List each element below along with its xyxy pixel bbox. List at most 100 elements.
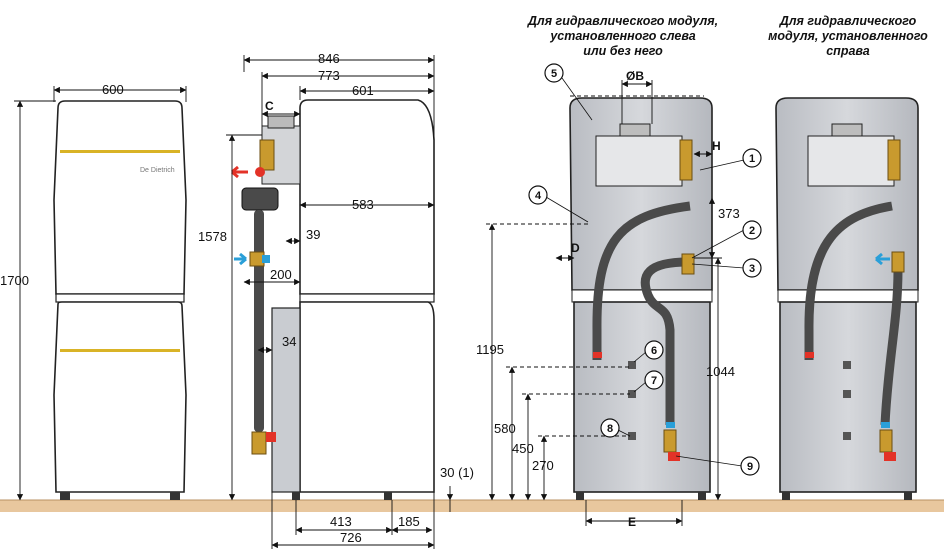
- rear-left-foot: [576, 492, 584, 500]
- lower-unit-body: [53, 301, 187, 493]
- caption-right-1: Для гидравлического: [779, 14, 917, 28]
- dim-c: C: [265, 99, 274, 113]
- marker-1: 1: [699, 148, 762, 171]
- side-lower-body: [299, 301, 435, 493]
- rear-view-left: [569, 97, 713, 500]
- marker-3: 3: [691, 258, 762, 278]
- caption-left-1: Для гидравлического модуля,: [527, 14, 718, 28]
- svg-text:7: 7: [651, 375, 657, 387]
- dim-1195: 1195: [476, 342, 504, 357]
- rear-left-red-band: [593, 352, 602, 358]
- unit-foot: [170, 492, 180, 500]
- marker-4: 4: [528, 185, 589, 223]
- dim-34: 34: [282, 334, 296, 349]
- side-foot: [384, 492, 392, 500]
- marker-2: 2: [691, 220, 762, 259]
- dim-39: 39: [306, 227, 320, 242]
- dim-583: 583: [352, 197, 374, 212]
- dim-200: 200: [270, 267, 292, 282]
- rear-right-red-handle: [884, 452, 896, 461]
- dim-726: 726: [340, 530, 362, 545]
- side-blue-band: [262, 255, 270, 263]
- svg-text:9: 9: [747, 461, 753, 473]
- unit-base-strip: [55, 293, 185, 303]
- dim-270: 270: [532, 458, 554, 473]
- dim-b: ØB: [626, 69, 644, 83]
- rear-left-blue-band: [666, 422, 675, 428]
- rear-left-port-8: [628, 432, 636, 440]
- flow-arrow-red: [231, 165, 248, 179]
- dim-1044: 1044: [706, 364, 735, 379]
- dim-413: 413: [330, 514, 352, 529]
- rear-right-hose: [804, 201, 893, 360]
- rear-left-drain-valve: [663, 429, 677, 453]
- svg-text:2: 2: [749, 225, 755, 237]
- side-valve-mid: [249, 251, 265, 267]
- svg-text:1: 1: [749, 153, 755, 165]
- dim-846: 846: [318, 51, 340, 66]
- flue-top: [267, 115, 295, 129]
- rear-right-vent: [807, 135, 895, 187]
- side-base-strip: [299, 293, 435, 303]
- rear-right-valve-mid: [891, 251, 905, 273]
- rear-right-port: [843, 432, 851, 440]
- dim-e: E: [628, 515, 636, 529]
- svg-text:6: 6: [651, 345, 657, 357]
- dim-373: 373: [718, 206, 740, 221]
- side-valve-red-knob: [255, 167, 265, 177]
- dim-h: H: [712, 139, 721, 153]
- marker-8: 8: [600, 418, 631, 438]
- rear-right-port: [843, 390, 851, 398]
- front-view: De Dietrich: [53, 100, 187, 500]
- rear-right-port: [843, 361, 851, 369]
- svg-text:8: 8: [607, 423, 613, 435]
- upper-unit-body: [53, 100, 187, 295]
- rear-left-hose-2: [640, 257, 689, 425]
- side-red-handle: [266, 432, 276, 442]
- dim-600: 600: [102, 82, 124, 97]
- rear-left-base-strip: [571, 289, 713, 303]
- dim-450: 450: [512, 441, 534, 456]
- brand-logo: De Dietrich: [140, 167, 175, 174]
- marker-6: 6: [633, 340, 664, 363]
- rear-left-foot: [698, 492, 706, 500]
- side-hose: [254, 210, 264, 432]
- dim-773: 773: [318, 68, 340, 83]
- marker-9: 9: [675, 455, 760, 476]
- dim-580: 580: [494, 421, 516, 436]
- lower-unit-stripe: [60, 349, 180, 352]
- side-valve-bottom: [251, 431, 267, 455]
- rear-left-valve-top: [679, 139, 693, 181]
- flow-arrow-blue: [234, 252, 247, 266]
- rear-left-port-6: [628, 361, 636, 369]
- marker-7: 7: [633, 370, 664, 393]
- rear-right-foot: [904, 492, 912, 500]
- rear-right-valve-top: [887, 139, 901, 181]
- side-hydraulic-module: [271, 307, 301, 493]
- svg-text:4: 4: [535, 190, 542, 202]
- rear-left-vent: [595, 135, 683, 187]
- side-valve-top: [259, 139, 275, 171]
- upper-unit-stripe: [60, 150, 180, 153]
- rear-right-red-band: [805, 352, 814, 358]
- unit-foot: [60, 492, 70, 500]
- side-view: [231, 99, 435, 500]
- dim-601: 601: [352, 83, 374, 98]
- side-foot: [292, 492, 300, 500]
- caption-left-2: установленного слева: [549, 29, 695, 43]
- svg-text:5: 5: [551, 68, 557, 80]
- dim-d: D: [571, 241, 580, 255]
- caption-left-3: или без него: [583, 44, 663, 58]
- svg-text:3: 3: [749, 263, 755, 275]
- dim-185: 185: [398, 514, 420, 529]
- dim-30: 30 (1): [440, 465, 474, 480]
- rear-right-blue-band: [881, 422, 890, 428]
- dim-1700: 1700: [0, 273, 29, 288]
- rear-left-hose: [592, 201, 691, 360]
- floor-strip: [0, 500, 944, 512]
- rear-right-hose-2: [880, 269, 903, 426]
- side-pump: [241, 187, 279, 211]
- rear-view-right: [775, 97, 919, 500]
- rear-right-foot: [782, 492, 790, 500]
